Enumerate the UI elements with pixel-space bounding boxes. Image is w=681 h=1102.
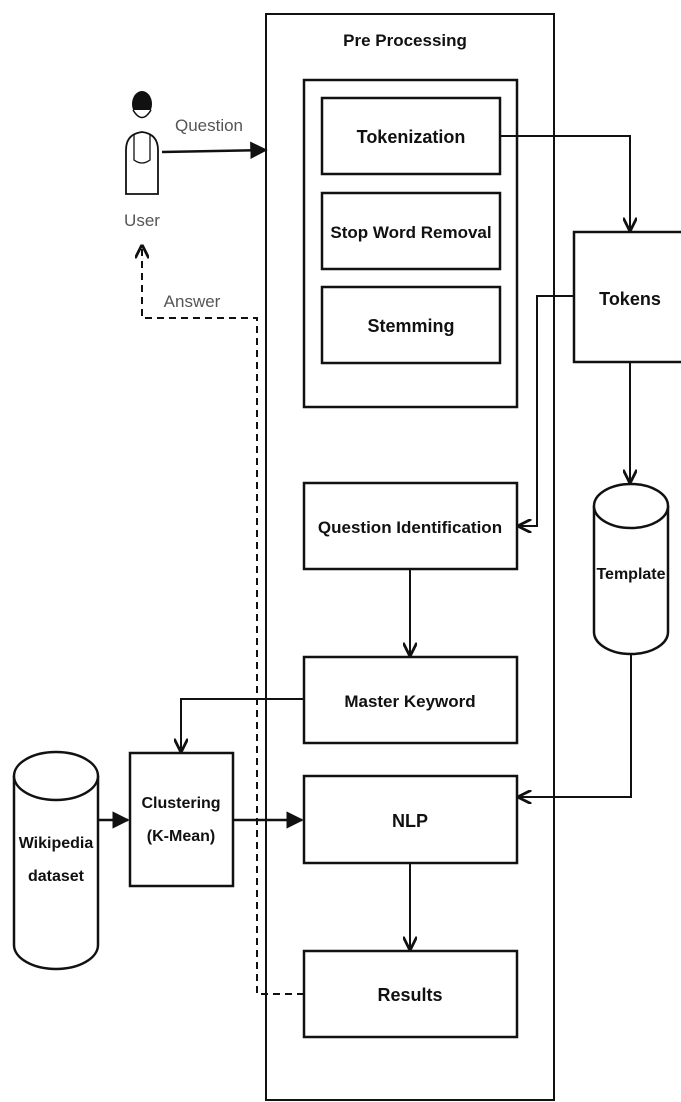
results-label: Results [377,985,442,1005]
master-keyword-to-clustering-arrow [181,698,304,751]
container-title: Pre Processing [343,31,467,50]
master-keyword-label: Master Keyword [344,692,475,711]
clustering-box [128,751,235,888]
preprocessing-steps-group [302,78,519,409]
stemming-box [320,285,502,365]
question-identification-label: Question Identification [318,518,502,537]
stemming-label: Stemming [367,316,454,336]
user-icon [125,91,159,195]
answer-edge-label: Answer [164,292,221,311]
nlp-label: NLP [392,811,428,831]
master-keyword-box [302,655,519,745]
clustering-label-line2: (K-Mean) [147,828,215,845]
wikipedia-dataset-database: Wikipedia dataset [12,750,100,971]
wikipedia-label-line1: Wikipedia [19,835,94,852]
pre-processing-container [265,13,555,1101]
tokens-to-question-identification-arrow [519,295,574,526]
template-label: Template [596,566,665,583]
question-identification-box [302,481,519,571]
template-database: Template [592,482,670,656]
tokens-box [572,230,681,364]
nlp-box [302,774,519,865]
template-to-nlp-arrow [519,654,632,797]
tokenization-to-tokens-arrow [500,135,630,230]
results-box [302,949,519,1039]
question-arrow [161,141,268,160]
user-label: User [124,211,160,230]
clustering-label-line1: Clustering [141,795,220,812]
answer-dashed-arrow [142,246,304,995]
stop-word-removal-box [320,191,502,271]
tokens-label: Tokens [599,289,661,309]
tokenization-label: Tokenization [357,127,466,147]
stop-word-removal-label: Stop Word Removal [330,223,491,242]
question-edge-label: Question [175,116,243,135]
wikipedia-label-line2: dataset [28,868,85,885]
